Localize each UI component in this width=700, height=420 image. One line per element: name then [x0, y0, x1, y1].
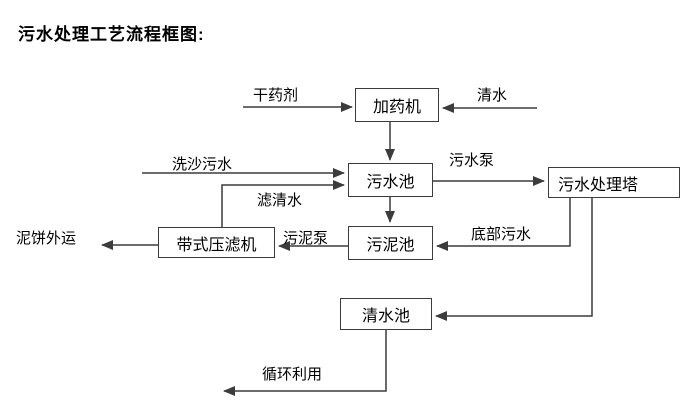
label-clear-water: 清水 — [477, 87, 508, 104]
node-treatment-tower: 污水处理塔 — [548, 167, 680, 198]
page-title: 污水处理工艺流程框图: — [18, 25, 205, 44]
node-belt-filter-press: 带式压滤机 — [158, 227, 275, 258]
edge-treatment-tower-to-sludge-pool-bottom-sewage — [436, 198, 571, 251]
label-mud-cake-outbound: 泥饼外运 — [16, 230, 77, 247]
edge-treatment-tower-to-clear-water-pool — [435, 198, 593, 321]
node-sewage-pool: 污水池 — [348, 163, 433, 197]
label-recycling: 循环利用 — [262, 366, 323, 383]
label-dry-chemical: 干药剂 — [253, 87, 299, 104]
label-filtered-water: 滤清水 — [257, 192, 303, 209]
node-sludge-pool: 污泥池 — [348, 226, 433, 260]
edge-belt-filter-press-to-sewage-pool-filtered-water — [221, 180, 345, 227]
label-sand-washing-sewage: 洗沙污水 — [172, 156, 233, 173]
node-dosing-machine: 加药机 — [355, 88, 439, 122]
label-sewage-pump: 污水泵 — [449, 152, 495, 169]
node-clear-water-pool: 清水池 — [340, 298, 432, 330]
edge-clear-water-pool-to-recycling — [223, 330, 387, 396]
label-sludge-pump: 污泥泵 — [283, 230, 329, 247]
label-bottom-sewage: 底部污水 — [471, 226, 532, 243]
